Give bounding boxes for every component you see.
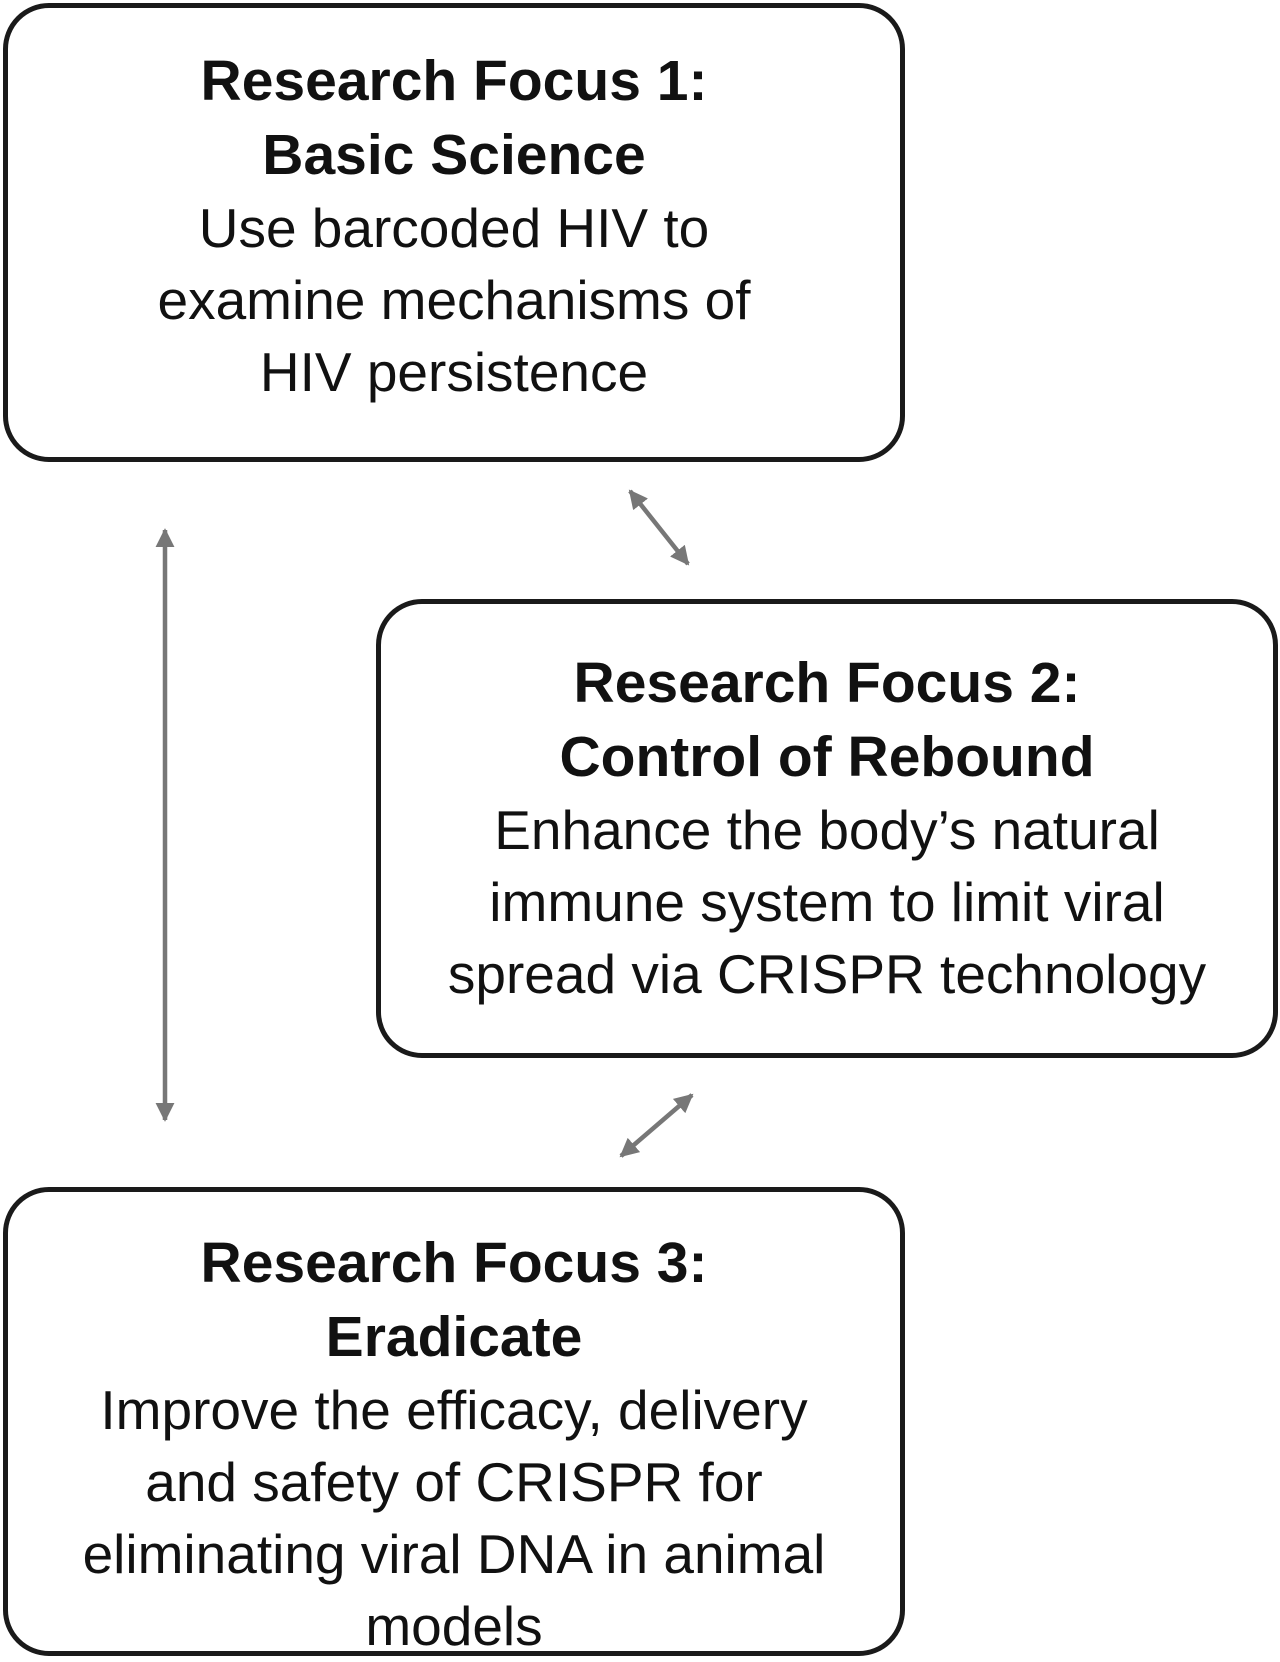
focus1-desc-line: HIV persistence [259, 341, 649, 403]
focus1-desc-line: Use barcoded HIV to [198, 197, 710, 259]
focus3-desc-line: models [365, 1595, 543, 1657]
focus1-subtitle: Basic Science [262, 123, 646, 187]
focus2-desc-line: immune system to limit viral [489, 871, 1165, 933]
focus3-desc-line: Improve the efficacy, delivery [100, 1379, 808, 1441]
focus3-desc-line: eliminating viral DNA in animal [82, 1523, 826, 1585]
focus1-desc-line: examine mechanisms of [157, 269, 751, 331]
focus2-title: Research Focus 2: [573, 651, 1081, 715]
focus2-desc-line: Enhance the body’s natural [494, 799, 1160, 861]
focus1-title: Research Focus 1: [200, 49, 708, 113]
focus-box-control-of-rebound: Research Focus 2: Control of Rebound Enh… [376, 599, 1278, 1058]
focus-box-eradicate: Research Focus 3: Eradicate Improve the … [3, 1187, 905, 1657]
focus2-subtitle: Control of Rebound [559, 725, 1095, 789]
focus3-title: Research Focus 3: [200, 1231, 708, 1295]
focus3-subtitle: Eradicate [325, 1305, 583, 1369]
focus3-desc-line: and safety of CRISPR for [145, 1451, 763, 1513]
focus-box-basic-science: Research Focus 1: Basic Science Use barc… [3, 3, 905, 462]
focus2-desc-line: spread via CRISPR technology [447, 943, 1207, 1005]
arrow-focus2-focus3 [619, 1093, 694, 1158]
arrow-focus1-focus2 [628, 489, 690, 566]
